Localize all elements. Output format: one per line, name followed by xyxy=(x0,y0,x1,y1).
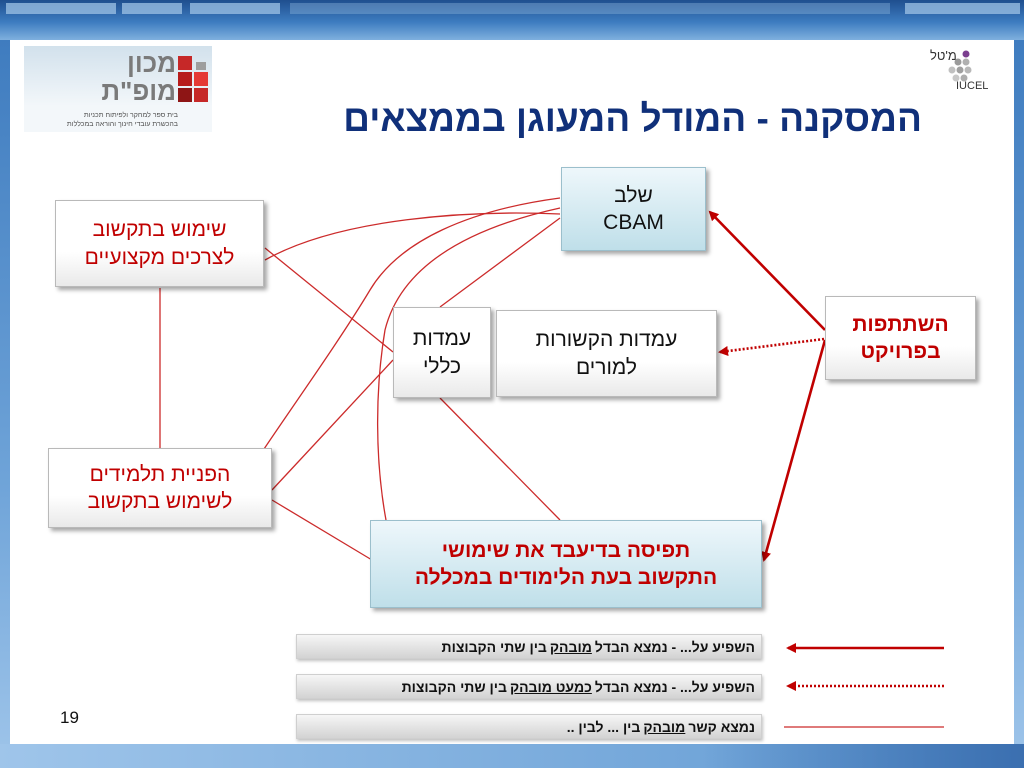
teacher-attitudes-line2: למורים xyxy=(575,355,638,379)
legend-significant-before: השפיע על... - נמצא הבדל xyxy=(594,638,755,655)
page-number: 19 xyxy=(60,708,79,727)
legend-correlation-underlined: מובהק xyxy=(643,718,686,735)
legend-near-significant-before: השפיע על... - נמצא הבדל xyxy=(594,678,755,695)
professional-use-line1: שימוש בתקשוב xyxy=(92,218,227,242)
slide-title: המסקנה - המודל המעוגן בממצאים xyxy=(343,98,922,139)
cubes-icon xyxy=(178,56,208,102)
retrospective-perception-box: תפיסה בדיעבד את שימושי התקשוב בעת הלימוד… xyxy=(370,520,762,608)
slide-top-banner xyxy=(0,0,1024,40)
slide-right-border xyxy=(1014,40,1024,768)
logo-name-line1: מכון xyxy=(127,48,176,78)
link-students-to-perception xyxy=(271,499,373,561)
arrow-participation-to-perception xyxy=(761,339,827,562)
legend-significant: השפיע על... - נמצא הבדל מובהק בין שתי הק… xyxy=(296,634,762,659)
legend-significant-after: בין שתי הקבוצות xyxy=(441,638,547,655)
dots-icon xyxy=(948,50,972,82)
cbam-line1: שלב xyxy=(614,183,653,207)
iucel-latin-name: IUCEL xyxy=(956,80,989,92)
slide-left-border xyxy=(0,40,10,768)
link-general-to-perception xyxy=(439,397,561,521)
link-prof-use-to-cbam xyxy=(264,212,561,261)
iucel-hebrew-name: מ'טל xyxy=(930,48,957,63)
iucel-logo: מ'טל IUCEL xyxy=(928,46,1000,102)
arrow-participation-to-teacher-attitudes xyxy=(718,337,825,356)
legend-correlation-after: בין ... לבין .. xyxy=(566,718,641,735)
teacher-attitudes-line1: עמדות הקשורות xyxy=(535,328,678,352)
legend-correlation-before: נמצא קשר xyxy=(688,718,755,735)
general-attitudes-line1: עמדות xyxy=(412,327,472,351)
link-cbam-to-perception xyxy=(376,207,561,521)
general-attitudes-box: עמדות כללי xyxy=(393,307,491,398)
legend-significant-underlined: מובהק xyxy=(549,638,592,655)
participation-box: השתתפות בפרויקט xyxy=(825,296,976,380)
professional-use-line2: לצרכים מקצועיים xyxy=(84,245,235,269)
link-prof-use-to-general xyxy=(264,247,394,353)
general-attitudes-line2: כללי xyxy=(422,354,462,378)
slide-bottom-banner xyxy=(0,744,1024,768)
logo-tagline-2: בהכשרת עובדי חינוך והוראה במכללות xyxy=(66,121,178,128)
link-students-to-general xyxy=(271,359,394,491)
student-referral-line2: לשימוש בתקשוב xyxy=(87,490,233,513)
legend-correlation: נמצא קשר מובהק בין ... לבין .. xyxy=(296,714,762,739)
mofet-logo: מכון מופ"ת בית ספר למחקר ולפיתוח תכניות … xyxy=(24,46,212,132)
perception-line2: התקשוב בעת הלימודים במכללה xyxy=(414,566,718,589)
participation-line1: השתתפות xyxy=(852,312,949,336)
cbam-stage-box: שלב CBAM xyxy=(561,167,706,251)
link-general-to-cbam xyxy=(439,217,561,308)
legend-near-significant-underlined: כמעט מובהק xyxy=(509,678,592,695)
arrow-participation-to-cbam xyxy=(708,210,826,331)
teacher-attitudes-box: עמדות הקשורות למורים xyxy=(496,310,717,397)
perception-line1: תפיסה בדיעבד את שימושי xyxy=(441,538,691,562)
logo-tagline-1: בית ספר למחקר ולפיתוח תכניות xyxy=(83,112,178,119)
link-students-to-cbam xyxy=(261,197,561,453)
student-referral-line1: הפניית תלמידים xyxy=(89,462,231,486)
logo-name-line2: מופ"ת xyxy=(101,76,176,106)
student-referral-box: הפניית תלמידים לשימוש בתקשוב xyxy=(48,448,272,528)
cbam-line2: CBAM xyxy=(603,211,664,234)
legend-near-significant-after: בין שתי הקבוצות xyxy=(401,678,507,695)
legend-near-significant: השפיע על... - נמצא הבדל כמעט מובהק בין ש… xyxy=(296,674,762,699)
professional-use-box: שימוש בתקשוב לצרכים מקצועיים xyxy=(55,200,264,287)
participation-line2: בפרויקט xyxy=(860,340,941,363)
